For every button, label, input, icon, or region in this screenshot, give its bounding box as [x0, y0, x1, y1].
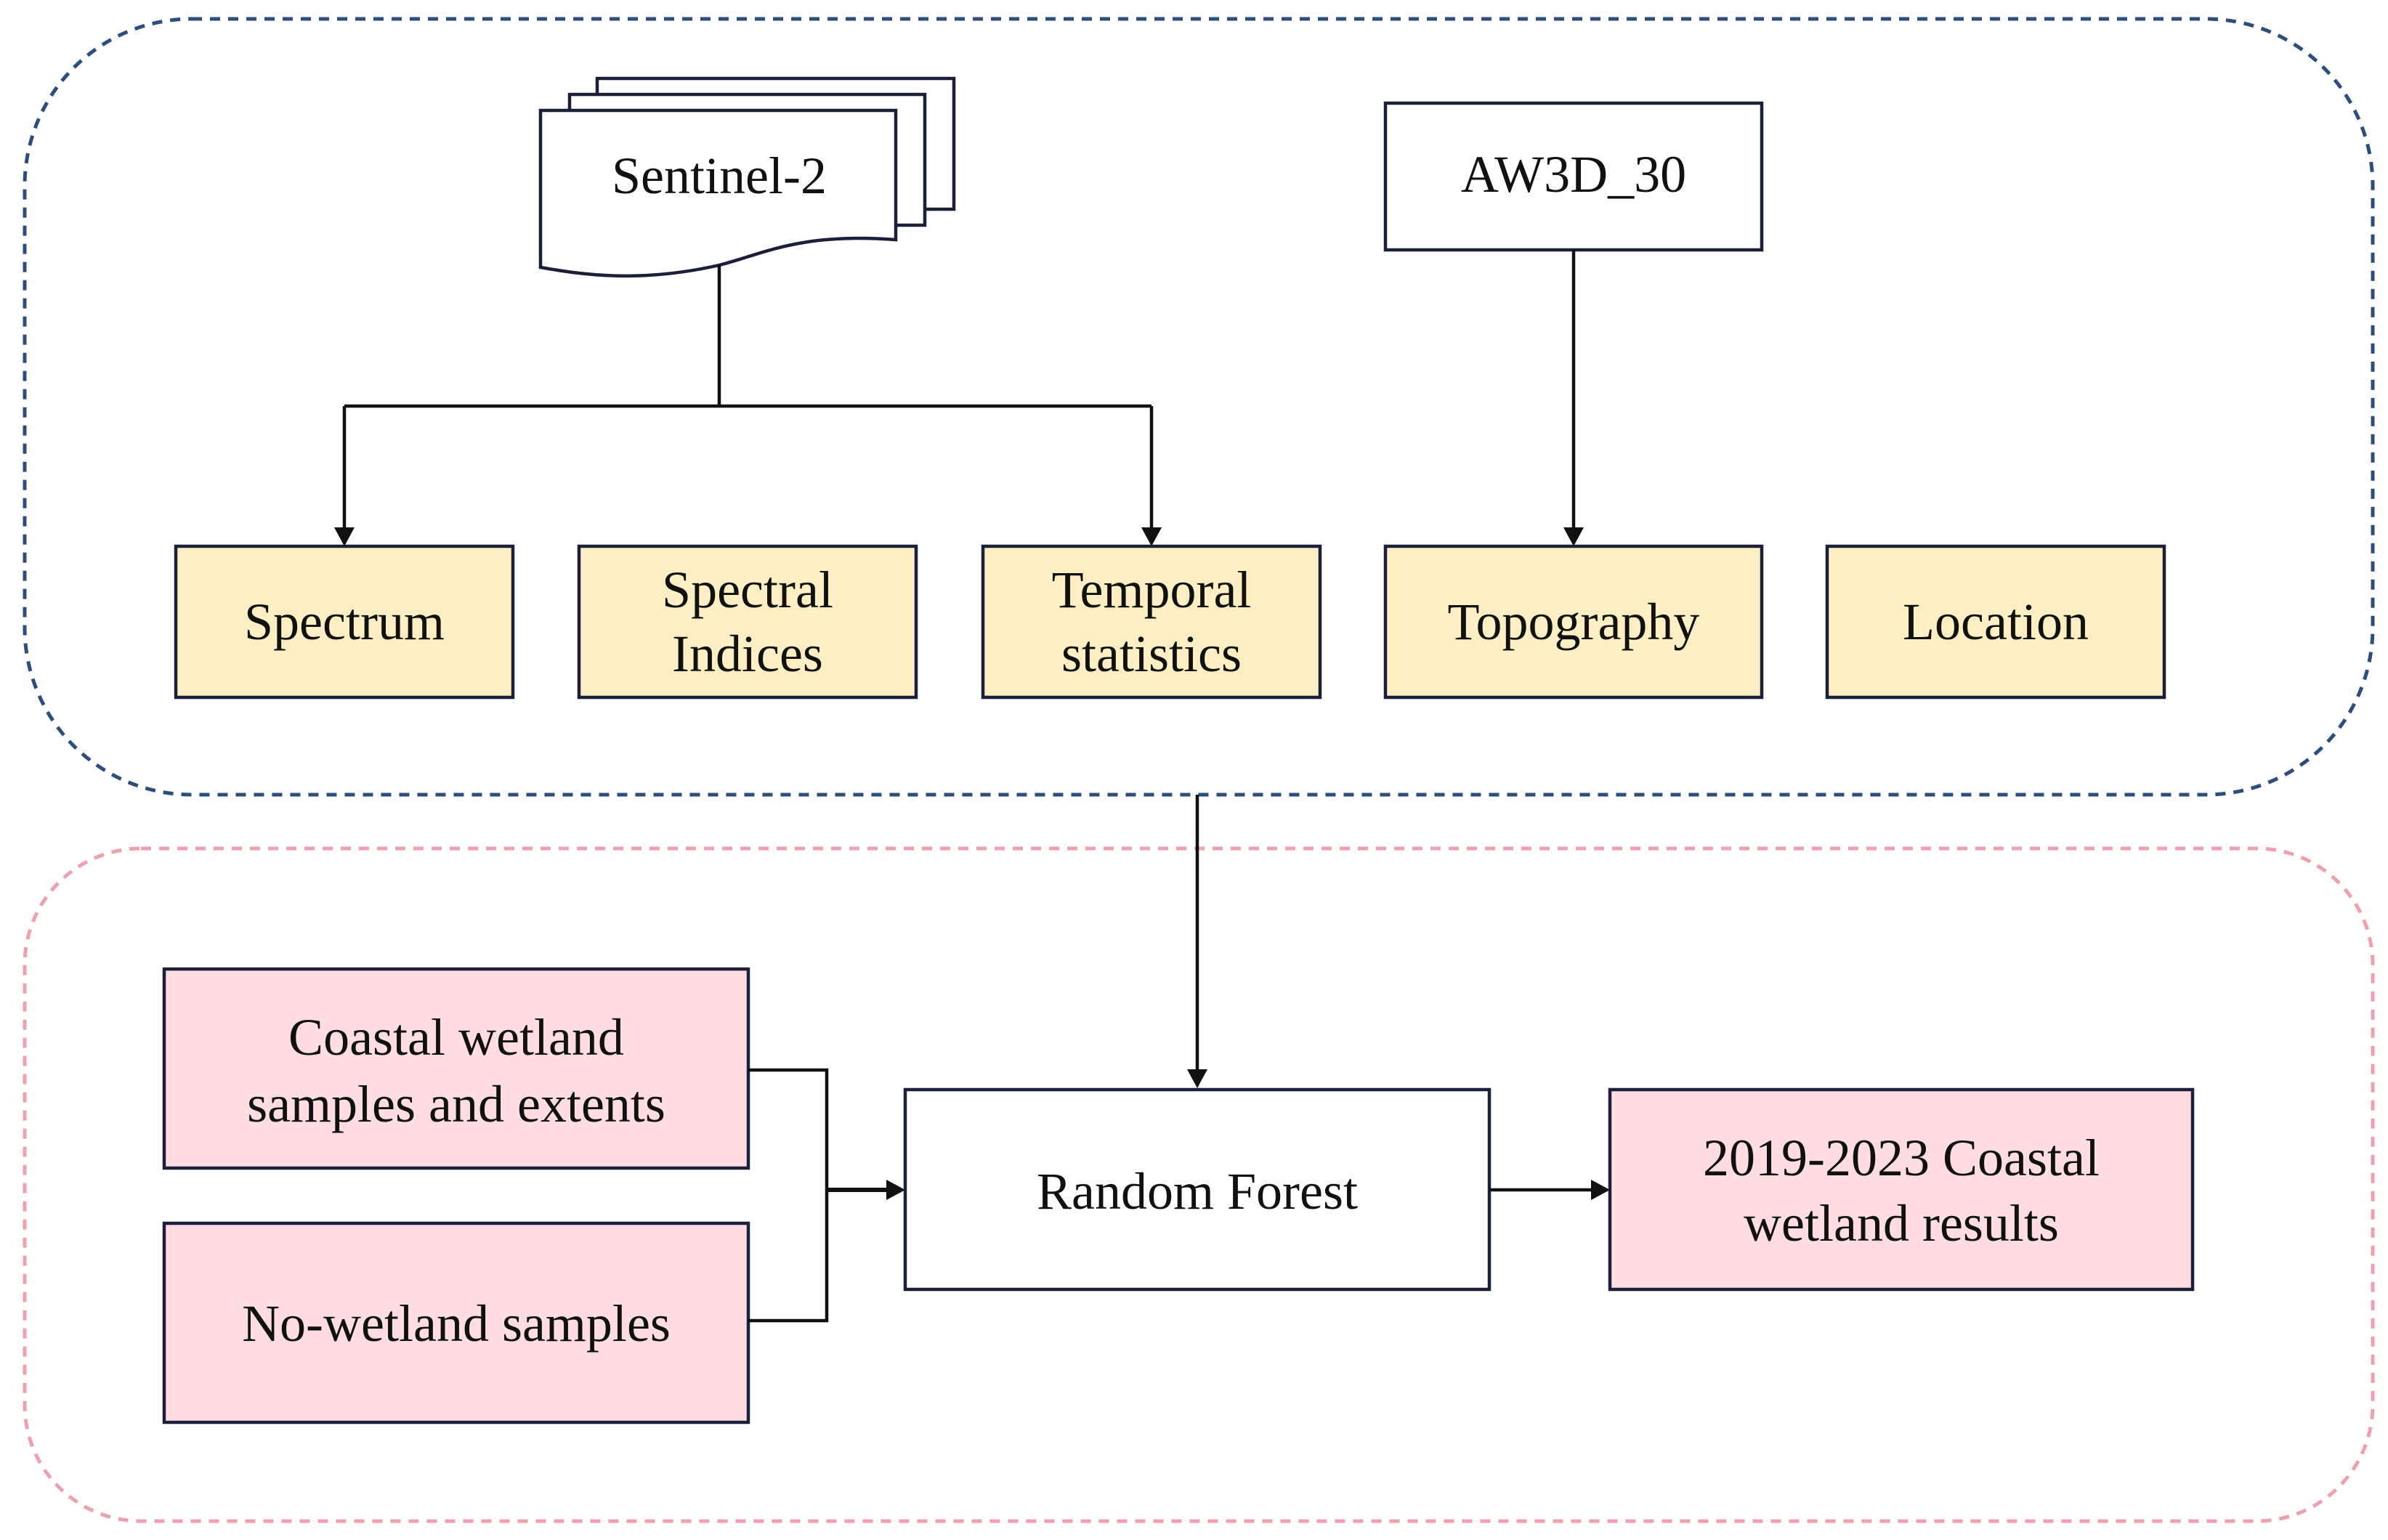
temporal-statistics-line-1: Temporal [1052, 561, 1252, 619]
coastal-wetland-samples: Coastal wetland samples and extents [162, 967, 750, 1170]
spectrum-label: Spectrum [244, 593, 445, 651]
spectral-indices-line-1: Spectral [662, 561, 833, 619]
coastal-wetland-results: 2019-2023 Coastal wetland results [1608, 1087, 2195, 1292]
feature-spectral-indices: Spectral Indices [577, 544, 918, 700]
rf-to-results-connector [1489, 1180, 1610, 1200]
spectral-indices-line-2: Indices [672, 625, 823, 683]
feature-location: Location [1825, 544, 2166, 700]
feature-temporal-statistics: Temporal statistics [981, 544, 1322, 700]
topography-label: Topography [1448, 593, 1700, 651]
results-line-2: wetland results [1744, 1194, 2059, 1252]
temporal-statistics-line-2: statistics [1061, 625, 1242, 683]
random-forest-model: Random Forest [903, 1087, 1492, 1292]
sentinel-2-source: Sentinel-2 [538, 76, 956, 278]
aw3d-label: AW3D_30 [1461, 145, 1686, 203]
results-line-1: 2019-2023 Coastal [1703, 1129, 2100, 1187]
no-wetland-samples-label: No-wetland samples [242, 1294, 671, 1353]
sentinel-2-label: Sentinel-2 [612, 147, 827, 205]
panel-to-rf-connector [1187, 795, 1207, 1088]
feature-spectrum: Spectrum [174, 544, 515, 700]
coastal-samples-line-2: samples and extents [247, 1075, 665, 1133]
samples-to-rf-connector [748, 1068, 905, 1323]
random-forest-label: Random Forest [1037, 1162, 1358, 1220]
feature-connectors [342, 250, 1576, 529]
coastal-samples-line-1: Coastal wetland [288, 1008, 624, 1066]
feature-topography: Topography [1383, 544, 1764, 700]
no-wetland-samples: No-wetland samples [162, 1221, 750, 1424]
aw3d-source: AW3D_30 [1383, 101, 1764, 252]
arrow-heads-top [334, 527, 1584, 546]
location-label: Location [1903, 593, 2089, 651]
